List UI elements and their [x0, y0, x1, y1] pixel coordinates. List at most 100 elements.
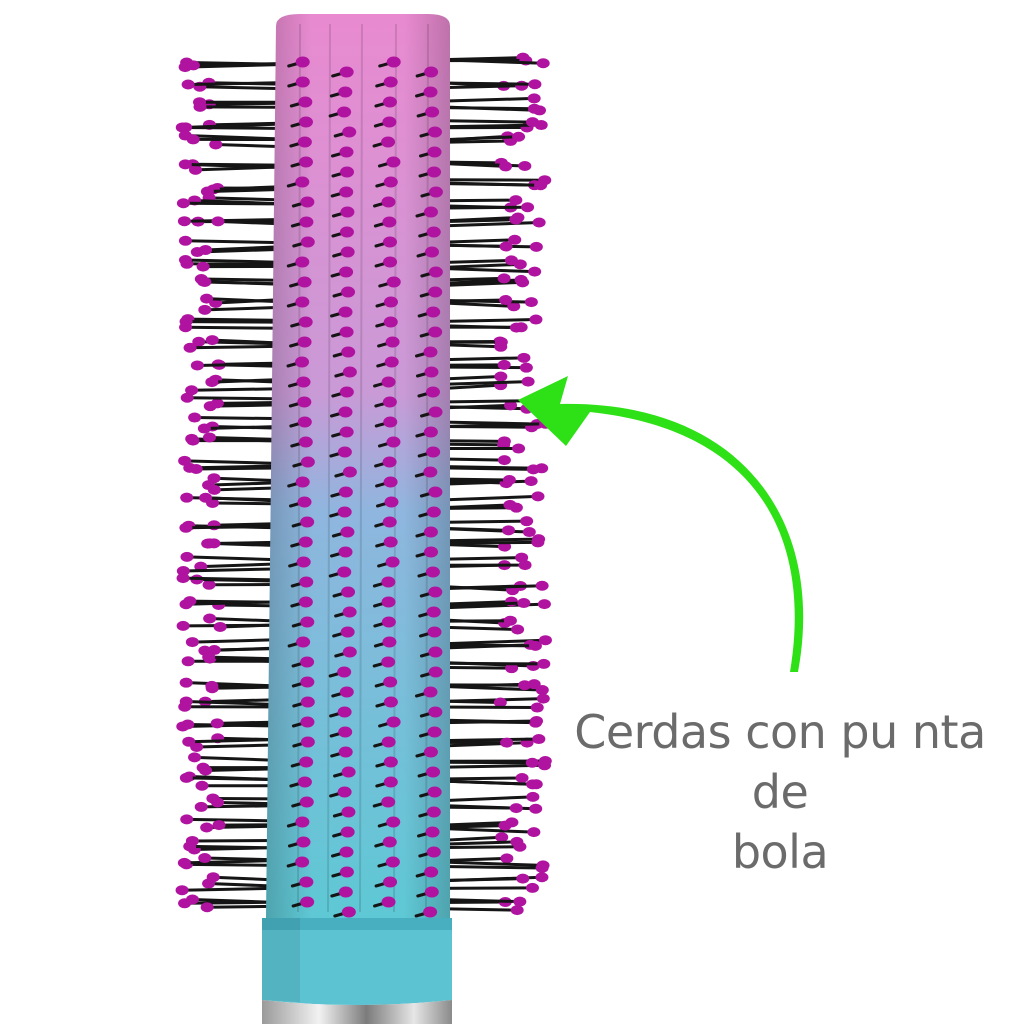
bristle-tip	[338, 406, 353, 418]
bristle-tip	[338, 86, 353, 98]
bristle-tip	[381, 616, 396, 628]
bristle-tip	[188, 412, 202, 423]
bristle	[436, 826, 536, 834]
bristle-tip	[538, 635, 552, 646]
bristle-tip	[521, 376, 535, 387]
bristle-tip	[195, 780, 209, 791]
bristle-tip	[383, 76, 398, 88]
bristle-tip	[339, 186, 354, 198]
bristle-tip	[341, 766, 356, 778]
bristle-tip	[383, 296, 398, 308]
bristle-tip	[180, 392, 194, 403]
bristle-tip	[298, 316, 313, 328]
bristle-tip	[299, 576, 314, 588]
bristle-tip	[189, 463, 203, 474]
bristle-tip	[199, 244, 213, 255]
bristle-tip	[295, 56, 310, 68]
bristle	[441, 540, 540, 545]
bristle-tip	[338, 726, 353, 738]
bristle-tip	[423, 86, 438, 98]
bristle-tip	[509, 803, 523, 814]
bristle-tip	[498, 820, 512, 831]
bristle-tip	[297, 496, 312, 508]
bristle-tip	[296, 556, 311, 568]
bristles-front	[286, 56, 443, 918]
brush-ferrule	[262, 1000, 452, 1024]
bristle-tip	[381, 736, 396, 748]
bristle-tip	[385, 556, 400, 568]
bristle-tip	[382, 516, 397, 528]
bristle-tip	[384, 356, 399, 368]
bristle-tip	[193, 101, 207, 112]
bristle-tip	[300, 516, 315, 528]
bristle-tip	[337, 106, 352, 118]
bristle-tip	[341, 906, 356, 918]
bristle-tip	[339, 386, 354, 398]
bristle-tip	[425, 386, 440, 398]
bristle	[438, 542, 507, 549]
bristle-tip	[383, 316, 398, 328]
bristle-tip	[537, 599, 551, 610]
bristle-tip	[426, 766, 441, 778]
bristle-tip	[531, 491, 545, 502]
bristle-tip	[183, 841, 197, 852]
bristle	[440, 324, 518, 330]
bristle-tip	[337, 786, 352, 798]
bristle	[438, 479, 508, 485]
bristle-tip	[339, 266, 354, 278]
bristle-tip	[515, 772, 529, 783]
bristle	[437, 135, 521, 142]
bristle-tip	[206, 872, 220, 883]
bristle-tip	[383, 476, 398, 488]
bristle-tip	[300, 656, 315, 668]
bristle-tip	[186, 435, 200, 446]
bristle-tip	[426, 806, 441, 818]
bristle-tip	[185, 894, 199, 905]
bristle-tip	[338, 306, 353, 318]
bristle-tip	[177, 216, 191, 227]
bristle-tip	[176, 565, 190, 576]
bristle-tip	[300, 716, 315, 728]
bristle-tip	[200, 902, 214, 913]
bristle-tip	[383, 176, 398, 188]
bristle	[442, 457, 506, 462]
bristle-tip	[178, 159, 192, 170]
bristle-tip	[424, 546, 439, 558]
bristle-tip	[423, 346, 438, 358]
bristle	[442, 494, 540, 502]
bristle-tip	[427, 146, 442, 158]
bristle	[436, 81, 537, 86]
bristle-tip	[512, 131, 526, 142]
bristle	[436, 537, 541, 543]
bristle-tip	[428, 486, 443, 498]
bristle-tip	[212, 820, 226, 831]
bristle-tip	[428, 586, 443, 598]
bristle-tip	[423, 206, 438, 218]
bristle-tip	[386, 56, 401, 68]
bristle-tip	[339, 66, 354, 78]
bristle-tip	[341, 586, 356, 598]
bristle-tip	[300, 696, 315, 708]
bristle-tip	[504, 400, 518, 411]
bristle-tip	[341, 286, 356, 298]
bristle-tip	[186, 60, 200, 71]
bristle-tip	[297, 136, 312, 148]
bristle-tip	[499, 241, 513, 252]
bristle-tip	[383, 776, 398, 788]
bristle	[432, 737, 541, 743]
bristle-tip	[503, 499, 517, 510]
bristle-tip	[296, 636, 311, 648]
bristle	[441, 106, 536, 111]
bristle-tip	[535, 685, 549, 696]
bristle-tip	[340, 526, 355, 538]
bristle-tip	[205, 680, 219, 691]
bristle-tip	[423, 746, 438, 758]
bristle-tip	[428, 706, 443, 718]
bristle-tip	[516, 873, 530, 884]
bristle-tip	[297, 776, 312, 788]
bristle-tip	[297, 396, 312, 408]
bristle-tip	[518, 560, 532, 571]
bristle-tip	[183, 596, 197, 607]
bristle	[436, 218, 518, 224]
